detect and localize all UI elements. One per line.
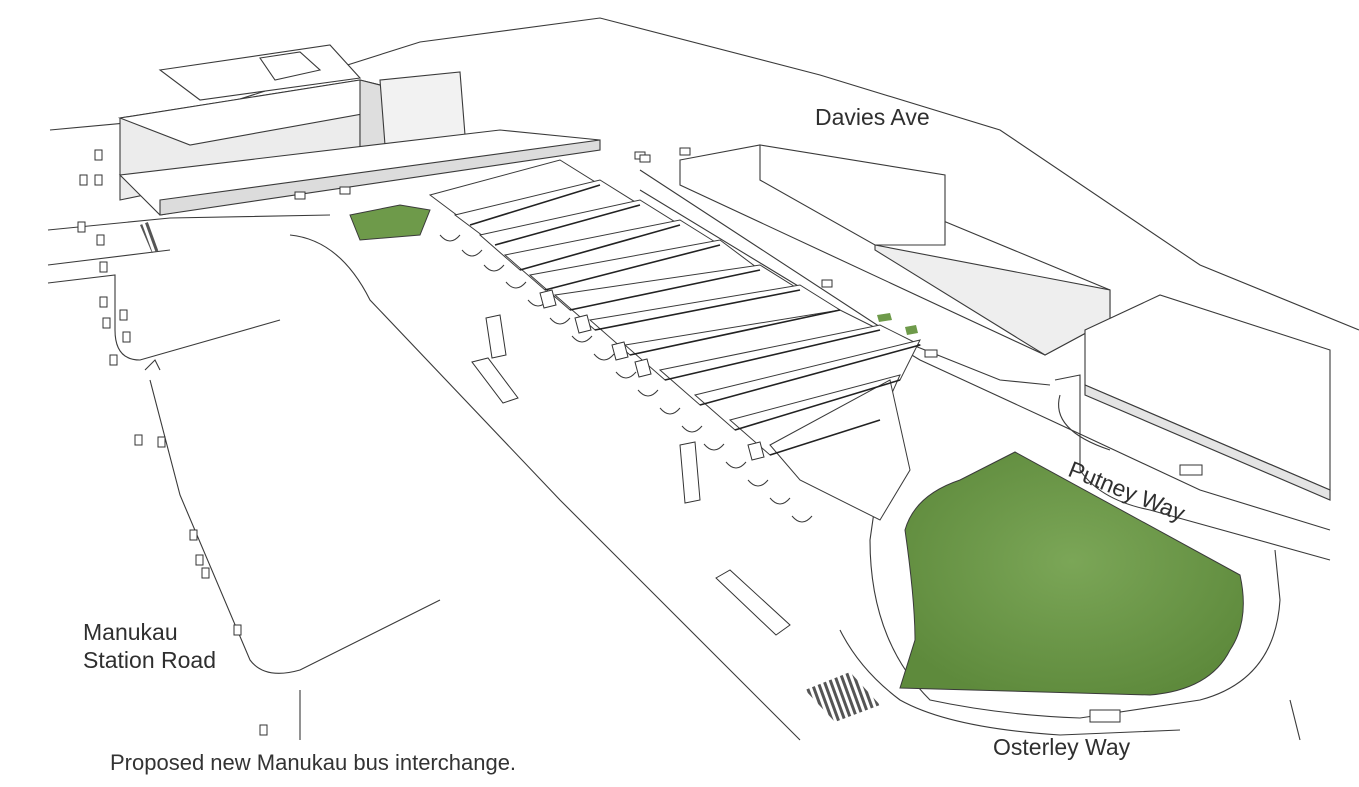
canopy-structure [428,159,922,521]
green-space [899,451,1244,696]
label-osterley-way: Osterley Way [993,734,1131,760]
label-davies-ave: Davies Ave [815,104,930,130]
label-manukau-station-road-line2: Station Road [83,647,216,673]
figure-caption: Proposed new Manukau bus interchange. [110,750,517,775]
label-manukau-station-road-line1: Manukau [83,619,178,645]
